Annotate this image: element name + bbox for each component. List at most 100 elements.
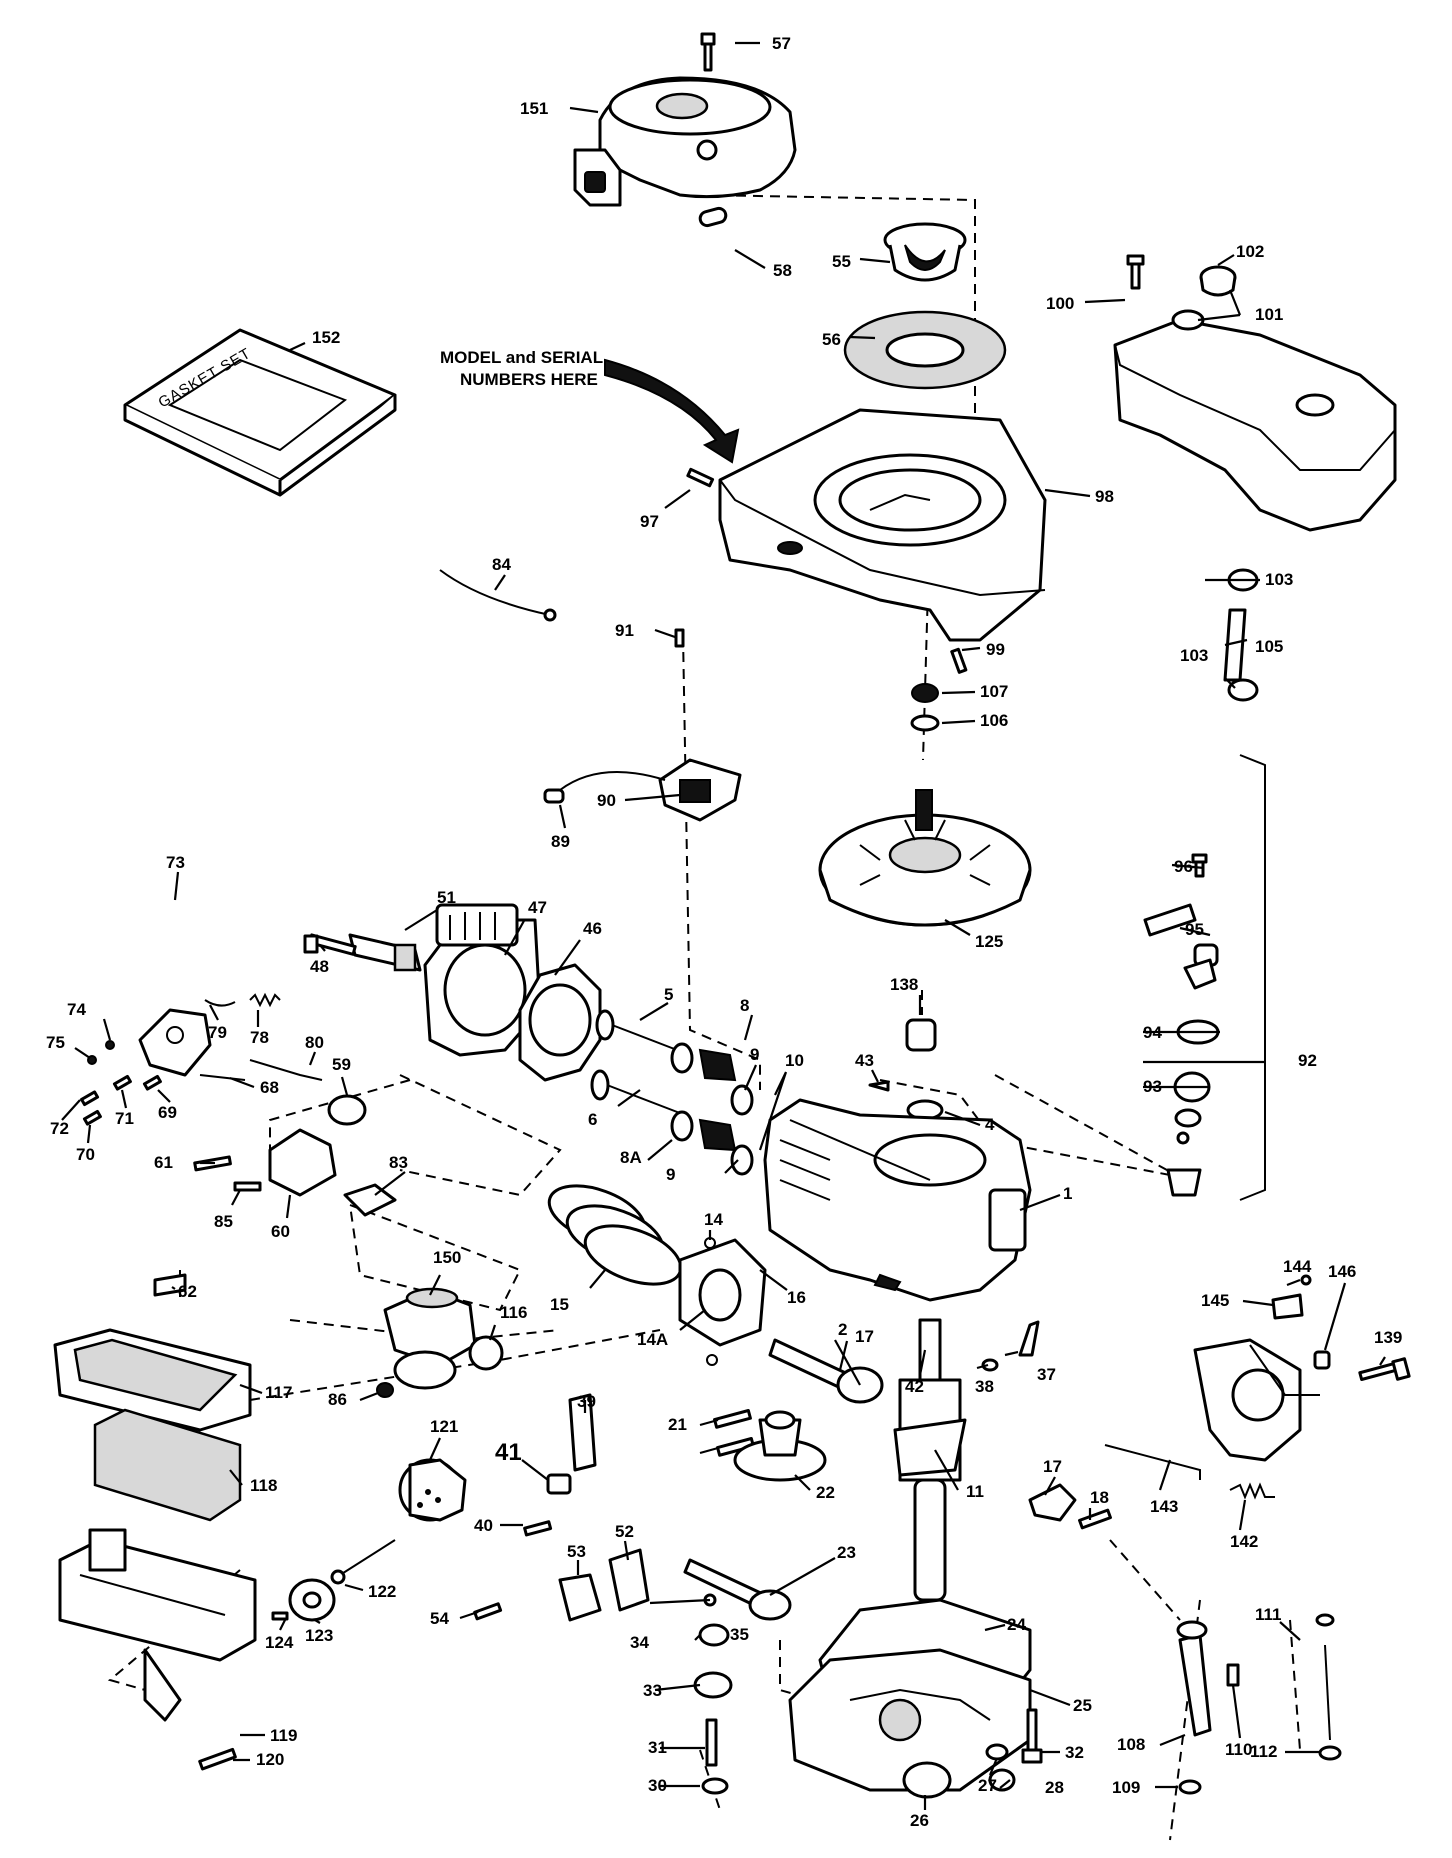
part-120-screw bbox=[198, 1747, 237, 1771]
part-143-link bbox=[1104, 1444, 1201, 1480]
part-142-spring bbox=[1229, 1482, 1275, 1500]
part-99-screw bbox=[950, 647, 968, 674]
part-48-head-bolt bbox=[303, 933, 357, 956]
part-105-fuel-line bbox=[1223, 608, 1247, 682]
note-line-1: MODEL and SERIAL bbox=[440, 348, 603, 367]
callout-24: 24 bbox=[1007, 1615, 1026, 1634]
callout-11: 11 bbox=[966, 1482, 984, 1501]
callout-109: 109 bbox=[1112, 1778, 1140, 1797]
callout-125: 125 bbox=[975, 932, 1003, 951]
callout-8A: 8A bbox=[620, 1148, 642, 1167]
callout-14: 14 bbox=[704, 1210, 723, 1229]
callout-116: 116 bbox=[500, 1303, 527, 1322]
part-60-intake bbox=[268, 1128, 337, 1197]
callout-leaders bbox=[61, 41, 1386, 1810]
callout-43: 43 bbox=[855, 1051, 874, 1070]
part-102-fuel-cap bbox=[1199, 265, 1237, 297]
part-144-screw bbox=[1300, 1274, 1312, 1286]
part-118-filter-element bbox=[93, 1408, 242, 1522]
part-30-washer bbox=[701, 1777, 729, 1795]
part-39-choke-lever bbox=[568, 1393, 597, 1472]
callout-40: 40 bbox=[474, 1516, 493, 1535]
part-83-gasket bbox=[343, 1183, 397, 1217]
callout-108: 108 bbox=[1117, 1735, 1145, 1754]
callout-69: 69 bbox=[158, 1103, 177, 1122]
part-89-spark-plug-wire-boot bbox=[543, 788, 565, 804]
callout-55: 55 bbox=[832, 252, 851, 271]
callout-103b: 103 bbox=[1180, 646, 1208, 665]
part-101-fuel-tank bbox=[1113, 309, 1397, 532]
part-122-stud bbox=[330, 1539, 396, 1585]
part-79-wire bbox=[204, 999, 236, 1007]
part-1-cylinder-block bbox=[763, 1098, 1032, 1302]
part-110-screw bbox=[1226, 1663, 1240, 1687]
part-123-deflector bbox=[288, 1578, 336, 1622]
part-56-screen bbox=[843, 310, 1007, 390]
callout-79: 79 bbox=[208, 1023, 227, 1042]
callout-143: 143 bbox=[1150, 1497, 1178, 1516]
callout-86: 86 bbox=[328, 1390, 347, 1409]
part-10-retainer bbox=[730, 1084, 754, 1176]
callout-2: 2 bbox=[838, 1320, 847, 1339]
part-23-camshaft bbox=[683, 1558, 792, 1621]
callout-35: 35 bbox=[730, 1625, 749, 1644]
part-55-cup bbox=[883, 222, 967, 282]
part-145-clip bbox=[1271, 1293, 1304, 1320]
part-28-plug bbox=[988, 1768, 1016, 1792]
callout-25: 25 bbox=[1073, 1696, 1092, 1715]
callout-39: 39 bbox=[577, 1392, 596, 1411]
part-31-shaft bbox=[705, 1718, 718, 1767]
part-47-cylinder-head bbox=[423, 903, 542, 1057]
part-80-link bbox=[249, 1059, 323, 1081]
part-152-gasket-set-box: GASKET SET bbox=[123, 328, 397, 497]
part-106-washer bbox=[910, 714, 940, 732]
callout-83: 83 bbox=[389, 1153, 408, 1172]
part-141-governor-bracket bbox=[1193, 1338, 1320, 1462]
callout-62: 62 bbox=[178, 1282, 197, 1301]
part-8A-retainer bbox=[670, 1110, 694, 1142]
callout-46: 46 bbox=[583, 919, 602, 938]
callout-51: 51 bbox=[437, 888, 456, 907]
part-26-seal bbox=[902, 1761, 952, 1799]
callout-98: 98 bbox=[1095, 487, 1114, 506]
callout-111: 111 bbox=[1255, 1605, 1282, 1624]
callout-23: 23 bbox=[837, 1543, 856, 1562]
callout-54: 54 bbox=[430, 1609, 449, 1628]
callout-1: 1 bbox=[1063, 1184, 1072, 1203]
part-100-screw bbox=[1126, 254, 1145, 290]
callout-102: 102 bbox=[1236, 242, 1264, 261]
callout-94: 94 bbox=[1143, 1023, 1162, 1042]
callout-60: 60 bbox=[271, 1222, 290, 1241]
callout-138: 138 bbox=[890, 975, 918, 994]
callout-21: 21 bbox=[668, 1415, 687, 1434]
callout-30: 30 bbox=[648, 1776, 667, 1795]
callout-123: 123 bbox=[305, 1626, 333, 1645]
callout-26: 26 bbox=[910, 1811, 929, 1830]
part-52-gasket bbox=[608, 1548, 650, 1612]
callout-32: 32 bbox=[1065, 1743, 1084, 1762]
callout-9: 9 bbox=[750, 1045, 759, 1064]
part-6-valve bbox=[590, 1069, 686, 1116]
callout-59: 59 bbox=[332, 1055, 351, 1074]
part-107-nut bbox=[911, 683, 939, 703]
callout-146: 146 bbox=[1328, 1262, 1356, 1281]
part-38-washer bbox=[981, 1358, 999, 1372]
part-139-screw bbox=[1358, 1357, 1411, 1382]
part-124-screw bbox=[271, 1611, 289, 1621]
part-111-dipstick bbox=[1315, 1613, 1335, 1741]
callout-106: 106 bbox=[980, 711, 1008, 730]
callout-52: 52 bbox=[615, 1522, 634, 1541]
callout-92: 92 bbox=[1298, 1051, 1317, 1070]
part-51-spark-plug bbox=[348, 933, 422, 972]
callout-72: 72 bbox=[50, 1119, 69, 1138]
part-138-seal bbox=[905, 1018, 937, 1052]
part-96-screw bbox=[1191, 853, 1208, 878]
part-37-tube bbox=[1018, 1320, 1040, 1357]
part-69-screw bbox=[142, 1074, 162, 1091]
part-27-washer bbox=[985, 1743, 1009, 1761]
callout-112: 112 bbox=[1250, 1742, 1277, 1761]
callout-97: 97 bbox=[640, 512, 659, 531]
part-125-flywheel bbox=[818, 789, 1032, 927]
callout-16: 16 bbox=[787, 1288, 806, 1307]
